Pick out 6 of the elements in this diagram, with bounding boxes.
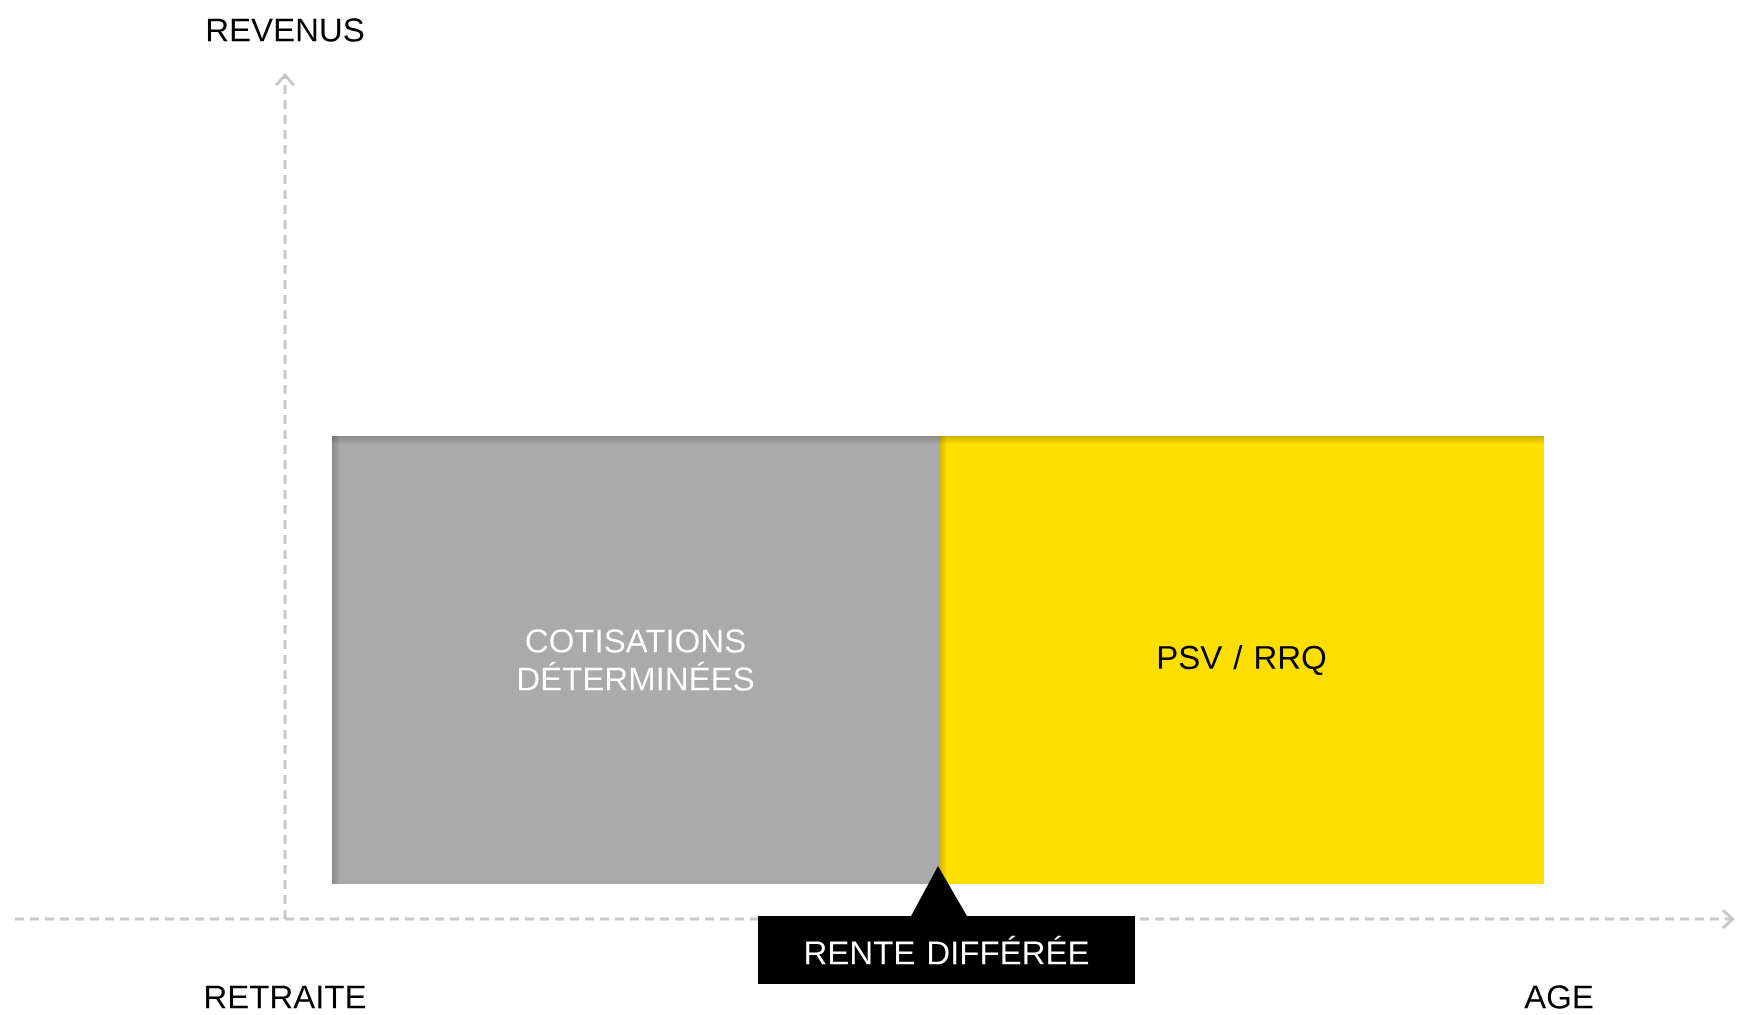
axis-label: REVENUS (207, 18, 364, 42)
block: COTISATIONS DÉTERMINÉES (332, 436, 939, 884)
axis-label: RETRAITE (206, 985, 366, 1009)
axis-label: AGE (1524, 985, 1593, 1009)
callout-box: RENTE DIFFÉRÉE (758, 866, 1135, 984)
block: PSV / RRQ (939, 436, 1544, 884)
